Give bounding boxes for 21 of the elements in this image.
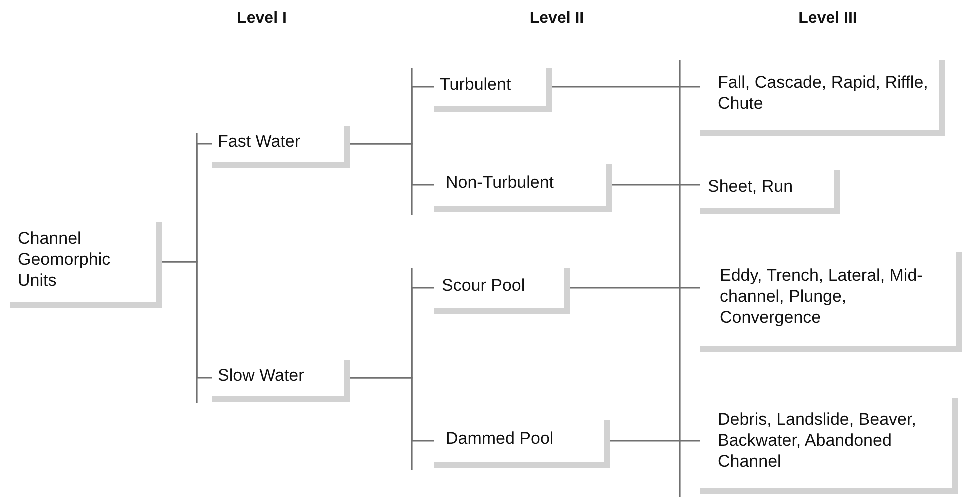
category-box: Channel Geomorphic Units bbox=[10, 222, 162, 308]
connector-line bbox=[612, 184, 700, 186]
category-box: Scour Pool bbox=[434, 268, 570, 314]
connector-line bbox=[552, 86, 700, 88]
connector-line bbox=[162, 261, 212, 379]
connector-line bbox=[610, 440, 700, 442]
column-heading: Level III bbox=[798, 10, 858, 28]
connector-line bbox=[350, 377, 434, 442]
column-heading: Level II bbox=[528, 10, 586, 28]
category-box: Fast Water bbox=[212, 126, 350, 168]
column-heading: Level I bbox=[236, 10, 288, 28]
category-box: Fall, Cascade, Rapid, Riffle, Chute bbox=[700, 60, 945, 136]
category-box: Eddy, Trench, Lateral, Mid-channel, Plunge, Convergence bbox=[700, 252, 962, 352]
category-box: Dammed Pool bbox=[434, 420, 610, 468]
category-box: Slow Water bbox=[212, 360, 350, 402]
category-box: Turbulent bbox=[434, 68, 552, 112]
connector-line bbox=[350, 143, 434, 186]
category-box: Debris, Landslide, Beaver, Backwater, Abandoned Channel bbox=[700, 398, 958, 494]
category-box: Non-Turbulent bbox=[434, 164, 612, 212]
category-box: Sheet, Run bbox=[700, 170, 840, 214]
connector-line bbox=[570, 287, 700, 289]
